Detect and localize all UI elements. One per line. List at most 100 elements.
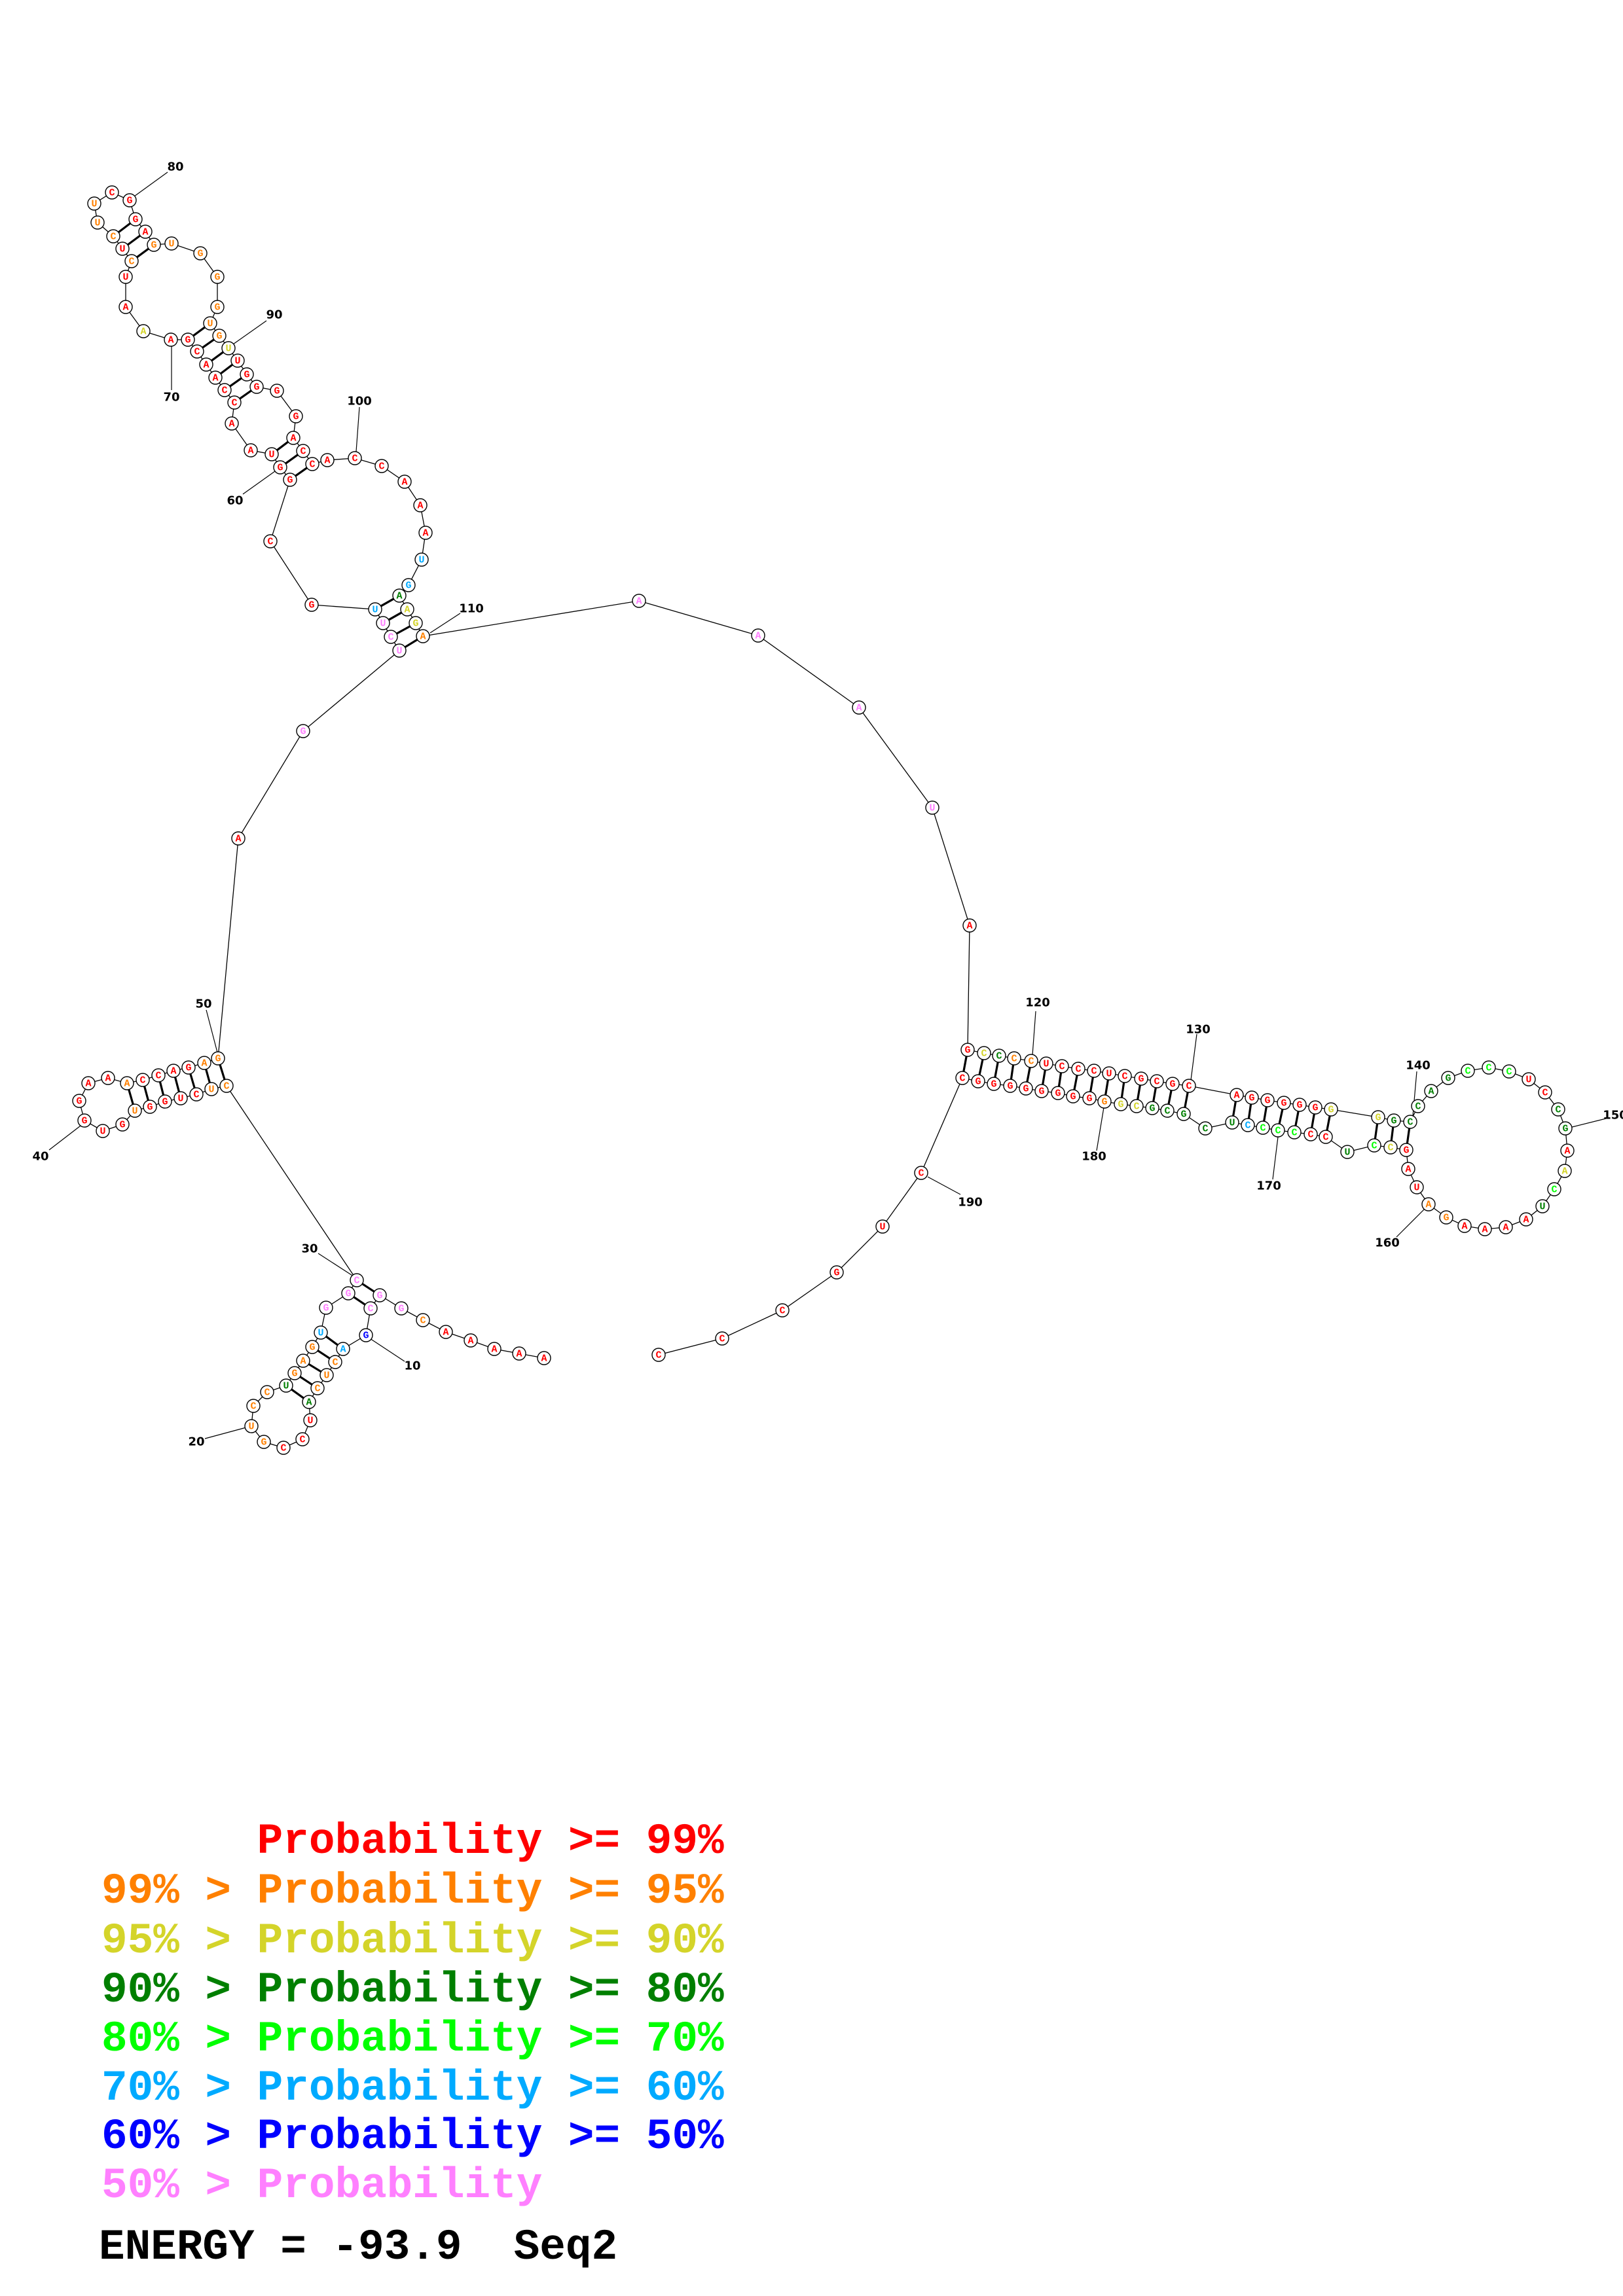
nucleotide-circle bbox=[977, 1046, 991, 1060]
nucleotide-letter: A bbox=[306, 1397, 312, 1408]
nucleotide-letter: U bbox=[268, 450, 274, 461]
nucleotide: C bbox=[1547, 1182, 1561, 1196]
nucleotide-letter: U bbox=[207, 319, 213, 330]
nucleotide: G bbox=[1034, 1084, 1049, 1098]
nucleotide-letter: C bbox=[139, 1075, 145, 1086]
base-pair-line bbox=[380, 598, 395, 607]
nucleotide: C bbox=[374, 459, 389, 473]
nucleotide-circle bbox=[1457, 1219, 1472, 1233]
nucleotide-circle bbox=[260, 1385, 274, 1399]
nucleotide: C bbox=[1271, 1123, 1285, 1138]
nucleotide: A bbox=[320, 453, 335, 467]
nucleotide: C bbox=[1087, 1064, 1101, 1078]
nucleotide-circle bbox=[296, 724, 310, 738]
nucleotide-letter: U bbox=[372, 605, 378, 616]
nucleotide: A bbox=[852, 700, 866, 715]
nucleotide-circle bbox=[1558, 1121, 1573, 1136]
nucleotide-circle bbox=[1538, 1085, 1552, 1100]
nucleotide-letter: U bbox=[177, 1094, 183, 1105]
nucleotide-letter: G bbox=[126, 196, 132, 207]
nucleotide-circle bbox=[384, 630, 398, 644]
nucleotide: C bbox=[328, 1355, 342, 1369]
nucleotide-letter: U bbox=[119, 244, 125, 255]
nucleotide: C bbox=[190, 344, 204, 359]
nucleotide-letter: C bbox=[1011, 1054, 1017, 1065]
nucleotide-letter: U bbox=[418, 555, 424, 566]
nucleotide-circle bbox=[227, 395, 242, 410]
nucleotide: U bbox=[1535, 1199, 1550, 1213]
nucleotide-letter: G bbox=[1138, 1074, 1144, 1085]
position-tick bbox=[1032, 1011, 1036, 1056]
base-pair-line bbox=[1152, 1086, 1158, 1103]
nucleotide-letter: U bbox=[1229, 1118, 1235, 1129]
nucleotide: U bbox=[221, 341, 236, 355]
nucleotide-circle bbox=[115, 1117, 130, 1132]
nucleotide-letter: G bbox=[119, 1120, 125, 1131]
nucleotide-letter: G bbox=[1328, 1105, 1334, 1116]
nucleotide-circle bbox=[971, 1074, 985, 1088]
energy-label: ENERGY = -93.9 Seq2 bbox=[99, 2223, 617, 2272]
legend-line-60: 70% > Probability >= 60% bbox=[101, 2064, 724, 2113]
nucleotide: U bbox=[128, 1103, 142, 1118]
nucleotide-letter: A bbox=[105, 1073, 111, 1085]
nucleotide-letter: A bbox=[1461, 1221, 1467, 1232]
nucleotide: A bbox=[1230, 1088, 1244, 1102]
nucleotide-letter: A bbox=[1523, 1215, 1529, 1226]
nucleotide-circle bbox=[413, 498, 428, 512]
nucleotide: C bbox=[1461, 1064, 1475, 1078]
nucleotide-circle bbox=[212, 329, 227, 343]
base-pair-line bbox=[126, 234, 141, 246]
nucleotide: G bbox=[373, 1288, 387, 1302]
base-pair-line bbox=[1057, 1071, 1063, 1088]
nucleotide: G bbox=[1066, 1089, 1080, 1103]
base-pair-line bbox=[1104, 1079, 1110, 1096]
nucleotide-circle bbox=[128, 1103, 142, 1118]
nucleotide-letter: G bbox=[244, 370, 249, 381]
legend-line-70: 80% > Probability >= 70% bbox=[101, 2015, 724, 2064]
nucleotide-circle bbox=[1324, 1102, 1338, 1117]
nucleotide: U bbox=[1522, 1072, 1536, 1086]
position-tick bbox=[318, 1253, 354, 1277]
nucleotide-circle bbox=[409, 616, 423, 630]
nucleotide-circle bbox=[1478, 1222, 1492, 1236]
nucleotide-letter: U bbox=[1344, 1147, 1350, 1158]
nucleotide-circle bbox=[1087, 1064, 1101, 1078]
nucleotide: C bbox=[136, 1073, 150, 1087]
nucleotide-letter: U bbox=[132, 1106, 137, 1117]
nucleotide: C bbox=[124, 254, 139, 268]
nucleotide-letter: U bbox=[1106, 1069, 1112, 1080]
nucleotide-circle bbox=[1399, 1143, 1413, 1157]
base-pair-line bbox=[962, 1055, 968, 1073]
nucleotide: C bbox=[363, 1301, 378, 1316]
nucleotide-circle bbox=[244, 1419, 259, 1433]
nucleotide-letter: C bbox=[1307, 1130, 1313, 1141]
nucleotide-circle bbox=[128, 212, 143, 226]
nucleotide-circle bbox=[249, 380, 264, 394]
nucleotide-circle bbox=[1482, 1060, 1496, 1075]
nucleotide-circle bbox=[1277, 1096, 1291, 1110]
nucleotide: G bbox=[181, 1060, 196, 1075]
legend-line-95: 99% > Probability >= 95% bbox=[101, 1867, 724, 1916]
nucleotide-circle bbox=[289, 409, 303, 423]
nucleotide-letter: G bbox=[214, 302, 220, 314]
nucleotide: A bbox=[487, 1342, 501, 1356]
nucleotide: G bbox=[1114, 1097, 1128, 1111]
nucleotide-circle bbox=[96, 1124, 110, 1138]
nucleotide-circle bbox=[120, 1076, 134, 1090]
nucleotide-letter: A bbox=[1405, 1164, 1411, 1175]
nucleotide-circle bbox=[487, 1342, 501, 1356]
nucleotide: G bbox=[72, 1094, 86, 1108]
base-pair-line bbox=[1374, 1122, 1379, 1140]
nucleotide: G bbox=[273, 460, 287, 475]
nucleotide-circle bbox=[359, 1328, 373, 1342]
legend-line-50: 60% > Probability >= 50% bbox=[101, 2112, 724, 2161]
nucleotide-letter: G bbox=[185, 1063, 191, 1074]
nucleotide-letter: C bbox=[1371, 1141, 1377, 1152]
nucleotide-circle bbox=[1421, 1197, 1436, 1211]
nucleotide-letter: C bbox=[1164, 1106, 1170, 1117]
nucleotide-letter: C bbox=[1465, 1066, 1470, 1077]
nucleotide: C bbox=[1198, 1121, 1213, 1136]
nucleotide: A bbox=[418, 526, 433, 540]
nucleotide-letter: A bbox=[201, 1058, 207, 1069]
